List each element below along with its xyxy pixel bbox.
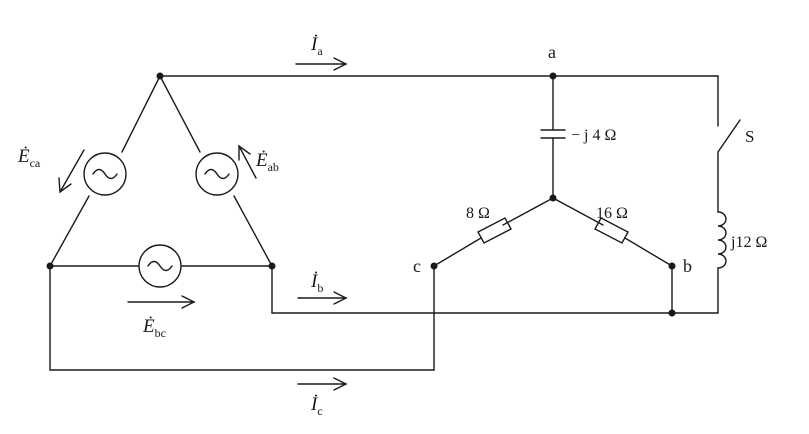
arrow-ib	[297, 291, 348, 305]
arrow-ic	[297, 377, 348, 391]
junction-node-b	[668, 262, 676, 270]
resistor-8-symbol	[477, 217, 512, 244]
switch-blade	[717, 119, 741, 153]
source-eab-symbol	[195, 152, 239, 196]
wire-star-right-lower	[624, 237, 673, 267]
junction-top-vertex	[156, 72, 164, 80]
capacitor-label: − j 4 Ω	[571, 127, 616, 144]
node-label-b: b	[683, 256, 692, 276]
source-label-eca: Ėca	[17, 146, 41, 170]
resistor-16-symbol	[594, 217, 629, 244]
current-label-ic: İc	[310, 394, 323, 418]
inductor-label: j12 Ω	[730, 234, 767, 251]
resistor-right-label: 16 Ω	[596, 205, 628, 222]
current-label-ia: İa	[310, 34, 323, 58]
wire-delta-right-lower	[233, 195, 273, 267]
delta-source	[49, 75, 273, 288]
switch-label: S	[745, 127, 754, 146]
inductor-symbol	[717, 211, 727, 269]
arrow-ia	[295, 57, 348, 71]
wire-delta-left-upper	[121, 75, 161, 153]
arrow-eab	[238, 144, 257, 179]
wire-delta-left-lower	[49, 195, 90, 267]
arrow-ebc	[127, 295, 196, 309]
junction-line-b-right	[668, 309, 676, 317]
source-eca-symbol	[83, 152, 127, 196]
current-label-ib: İb	[310, 271, 323, 295]
junction-node-c	[430, 262, 438, 270]
junction-bottom-left	[46, 262, 54, 270]
source-label-eab: Ėab	[255, 150, 279, 174]
capacitor-symbol	[540, 129, 566, 139]
wire-delta-right-upper	[159, 75, 201, 153]
node-label-a: a	[548, 42, 556, 62]
source-ebc-symbol	[138, 244, 182, 288]
wire-star-left-upper	[502, 197, 554, 226]
junction-dots	[46, 72, 676, 317]
arrow-eca	[58, 149, 85, 194]
junction-star-center	[549, 194, 557, 202]
junction-bottom-right	[268, 262, 276, 270]
wire-star-left-lower	[433, 237, 482, 267]
resistor-left-label: 8 Ω	[466, 205, 490, 222]
node-label-c: c	[413, 256, 421, 276]
source-label-ebc: Ėbc	[142, 316, 166, 340]
junction-node-a	[549, 72, 557, 80]
wire-star-right-upper	[552, 197, 604, 226]
